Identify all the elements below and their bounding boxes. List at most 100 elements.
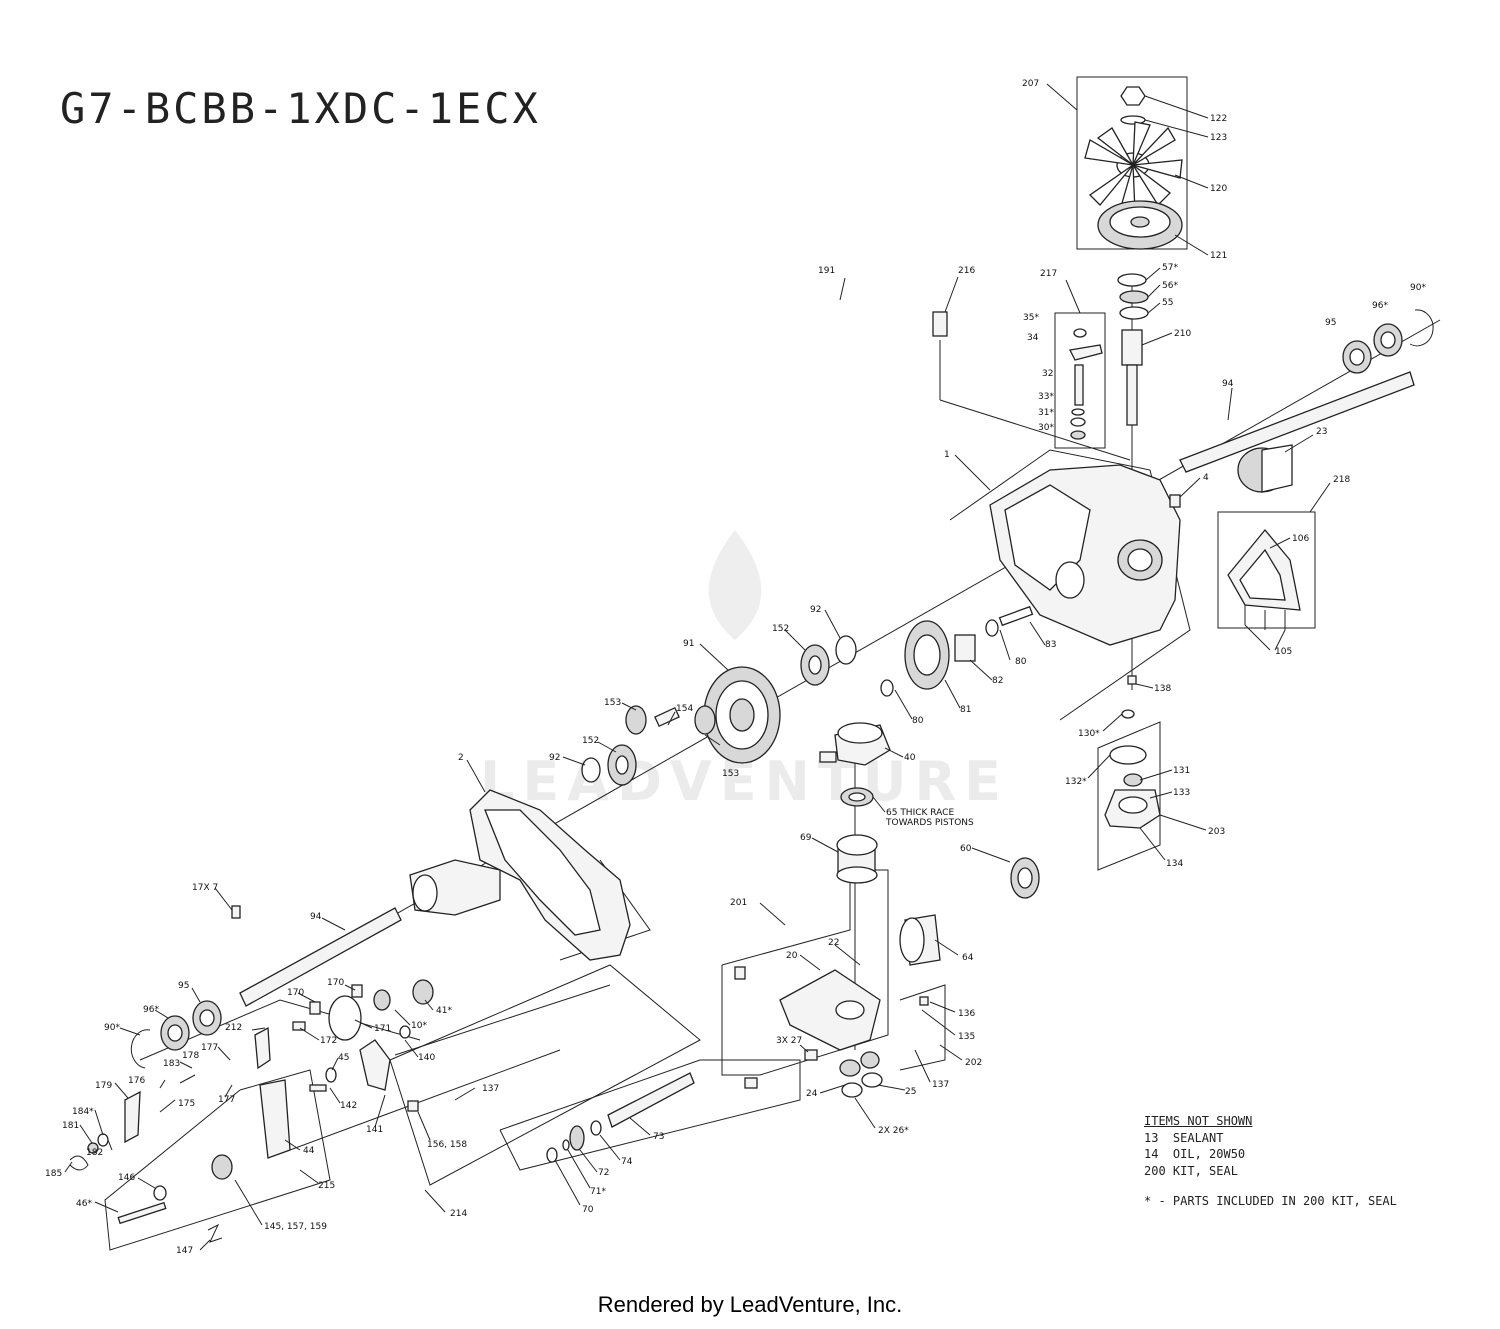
callout-65-line2: TOWARDS PISTONS	[885, 818, 974, 828]
callout-41: 41*	[436, 1006, 452, 1016]
callout-40: 40	[904, 753, 916, 763]
callout-23: 23	[1316, 427, 1327, 437]
items-not-shown-line: 14 OIL, 20W50	[1144, 1147, 1246, 1161]
housing-left	[409, 789, 631, 961]
callout-65-line1: 65 THICK RACE	[886, 808, 954, 818]
callout-95-left: 95	[178, 981, 189, 991]
callout-137-right: 137	[932, 1080, 949, 1090]
callout-35: 35*	[1023, 313, 1039, 323]
callout-labels: 207 122 123 120 121 191 216 217 57* 56* …	[45, 79, 1426, 1256]
callout-153-lower: 153	[722, 769, 739, 779]
callout-83: 83	[1045, 640, 1056, 650]
callout-214: 214	[450, 1209, 467, 1219]
pump-parts	[546, 966, 929, 1163]
callout-71: 71*	[590, 1187, 606, 1197]
callout-82: 82	[992, 676, 1003, 686]
callout-80-lower: 80	[912, 716, 924, 726]
callout-105: 105	[1275, 647, 1292, 657]
callout-92-lower: 92	[549, 753, 560, 763]
footer-credit: Rendered by LeadVenture, Inc.	[597, 1292, 903, 1317]
callout-152-lower: 152	[582, 736, 599, 746]
callout-178: 178	[182, 1051, 199, 1061]
callout-72: 72	[598, 1168, 609, 1178]
items-not-shown-header: ITEMS NOT SHOWN	[1144, 1114, 1253, 1128]
callout-141: 141	[366, 1125, 383, 1135]
callout-94-right: 94	[1222, 379, 1234, 389]
charge-cover-203	[1104, 675, 1161, 829]
callout-210: 210	[1174, 329, 1191, 339]
callout-137-left: 137	[482, 1084, 499, 1094]
callout-138: 138	[1154, 684, 1171, 694]
callout-212: 212	[225, 1023, 242, 1033]
callout-181: 181	[62, 1121, 79, 1131]
callout-133: 133	[1173, 788, 1190, 798]
callout-140: 140	[418, 1053, 435, 1063]
callout-156-158: 156, 158	[427, 1140, 467, 1150]
brake-parts	[254, 979, 434, 1092]
callout-32: 32	[1042, 369, 1053, 379]
callout-1: 1	[944, 450, 950, 460]
swashplate-40	[819, 722, 891, 766]
housing-right	[989, 464, 1181, 646]
callout-130: 130*	[1078, 729, 1100, 739]
motor-block	[899, 857, 1040, 966]
callout-120: 120	[1210, 184, 1227, 194]
callout-153-upper: 153	[604, 698, 621, 708]
callout-69: 69	[800, 833, 812, 843]
leader-lines	[64, 83, 1331, 1251]
callout-203: 203	[1208, 827, 1225, 837]
callout-45: 45	[338, 1053, 349, 1063]
callout-22: 22	[828, 938, 839, 948]
callout-154: 154	[676, 704, 693, 714]
callout-177-lower: 177	[218, 1095, 235, 1105]
input-shaft-stack	[1117, 273, 1149, 426]
cylinder-block	[836, 787, 878, 884]
items-not-shown: ITEMS NOT SHOWN 13 SEALANT 14 OIL, 20W50…	[1144, 1113, 1397, 1210]
callout-177-upper: 177	[201, 1043, 218, 1053]
callout-135: 135	[958, 1032, 975, 1042]
callout-182: 182	[86, 1148, 103, 1158]
callout-170-left: 170	[287, 988, 304, 998]
bracket-218	[1227, 528, 1301, 630]
callout-33: 33*	[1038, 392, 1054, 402]
callout-56: 56*	[1162, 281, 1178, 291]
axle-right	[1179, 309, 1434, 493]
group-frames	[104, 76, 1316, 1251]
callout-92-upper: 92	[810, 605, 821, 615]
callout-218: 218	[1333, 475, 1350, 485]
callout-90-right: 90*	[1410, 283, 1426, 293]
callout-145-157-159: 145, 157, 159	[264, 1222, 327, 1232]
callout-90-left: 90*	[104, 1023, 120, 1033]
callout-2: 2	[458, 753, 464, 763]
callout-20: 20	[786, 951, 798, 961]
callout-55: 55	[1162, 298, 1173, 308]
callout-191: 191	[818, 266, 835, 276]
callout-25: 25	[905, 1087, 916, 1097]
callout-171: 171	[374, 1024, 391, 1034]
callout-4: 4	[1203, 473, 1209, 483]
callout-31: 31*	[1038, 408, 1054, 418]
callout-146: 146	[118, 1173, 135, 1183]
callout-170-right: 170	[327, 978, 344, 988]
callout-202: 202	[965, 1058, 982, 1068]
valve-parts	[1069, 328, 1103, 440]
callout-64: 64	[962, 953, 974, 963]
callout-81: 81	[960, 705, 971, 715]
callout-207: 207	[1022, 79, 1039, 89]
callout-132: 132*	[1065, 777, 1087, 787]
callout-123: 123	[1210, 133, 1227, 143]
callout-30: 30*	[1038, 423, 1054, 433]
callout-131: 131	[1173, 766, 1190, 776]
callout-91: 91	[683, 639, 694, 649]
callout-136: 136	[958, 1009, 975, 1019]
callout-96-right: 96*	[1372, 301, 1388, 311]
callout-106: 106	[1292, 534, 1309, 544]
callout-95-right: 95	[1325, 318, 1336, 328]
axle-left	[130, 905, 402, 1069]
callout-96-left: 96*	[143, 1005, 159, 1015]
callout-121: 121	[1210, 251, 1227, 261]
callout-46: 46*	[76, 1199, 92, 1209]
callout-134: 134	[1166, 859, 1183, 869]
items-not-shown-line: 200 KIT, SEAL	[1144, 1163, 1238, 1178]
